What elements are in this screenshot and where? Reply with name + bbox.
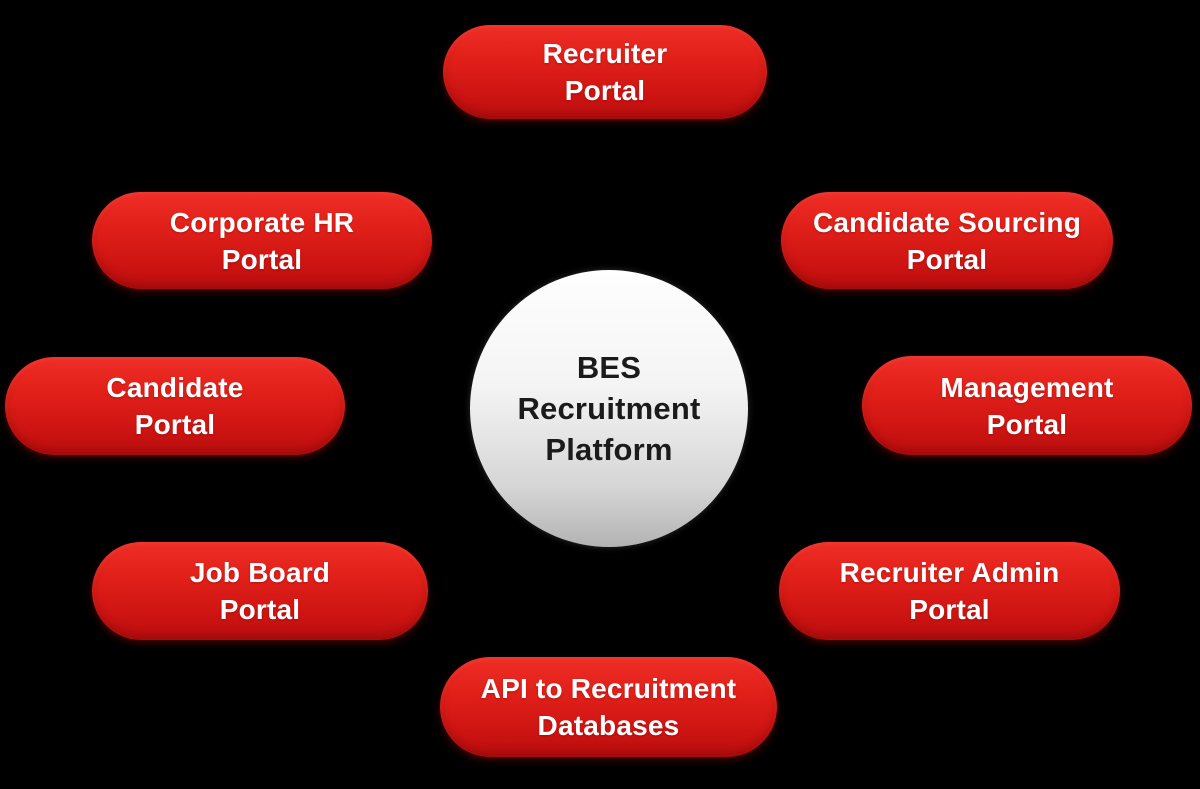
node-label-line: Databases: [537, 710, 680, 741]
node-corporate-hr-portal: Corporate HR Portal: [92, 192, 432, 289]
node-recruiter-portal: Recruiter Portal: [443, 25, 767, 119]
node-candidate-portal: Candidate Portal: [5, 357, 345, 455]
node-api-to-recruitment-databases: API to Recruitment Databases: [440, 657, 777, 757]
node-label-line: Recruiter Admin: [839, 557, 1060, 588]
center-label-line: BES: [576, 350, 642, 385]
center-node-bes-recruitment-platform: BES Recruitment Platform: [470, 270, 748, 547]
node-label-line: Portal: [564, 75, 646, 106]
node-job-board-portal: Job Board Portal: [92, 542, 428, 640]
node-recruiter-admin-portal: Recruiter Admin Portal: [779, 542, 1120, 640]
node-label-line: Portal: [134, 409, 216, 440]
center-label-line: Recruitment: [517, 391, 701, 426]
node-label-line: Corporate HR: [169, 206, 355, 238]
center-label-line: Platform: [545, 432, 673, 467]
node-label-line: Recruiter: [542, 38, 668, 69]
node-label-line: Job Board: [189, 557, 331, 588]
node-label-line: Portal: [219, 594, 301, 625]
node-label-line: Management: [940, 371, 1114, 403]
node-label-line: Portal: [986, 408, 1068, 440]
node-label-line: Candidate: [106, 372, 244, 403]
node-label-line: Portal: [221, 243, 303, 275]
node-management-portal: Management Portal: [862, 356, 1192, 455]
node-label-line: Portal: [909, 594, 990, 625]
node-label-line: API to Recruitment: [480, 673, 737, 704]
node-candidate-sourcing-portal: Candidate Sourcing Portal: [781, 192, 1113, 289]
node-label-line: Portal: [906, 243, 988, 275]
node-label-line: Candidate Sourcing: [812, 206, 1082, 238]
